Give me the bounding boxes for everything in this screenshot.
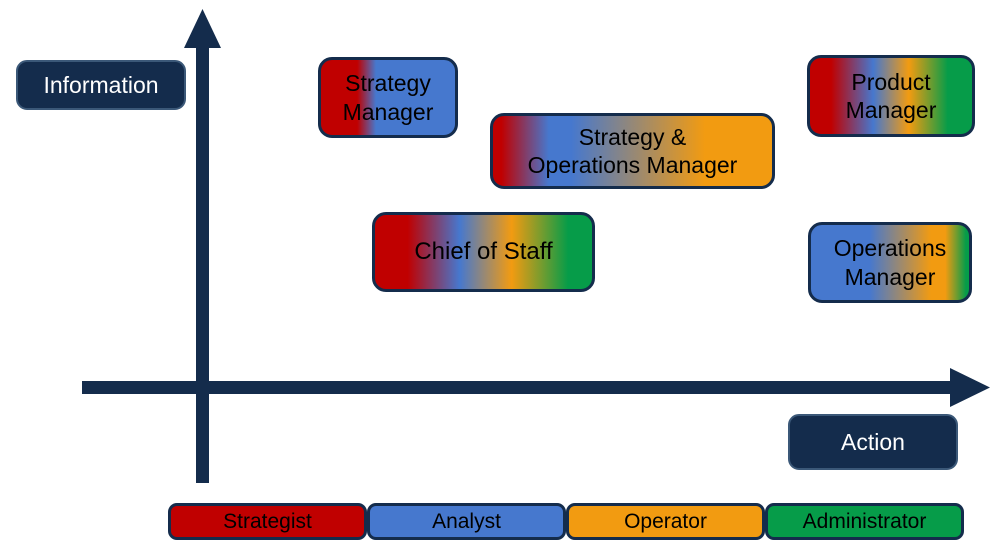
legend: Strategist Analyst Operator Administrato… <box>168 503 964 540</box>
legend-label-administrator: Administrator <box>802 509 927 533</box>
role-label-product-manager: Product Manager <box>845 68 937 123</box>
y-axis-label: Information <box>16 60 186 110</box>
legend-item-analyst: Analyst <box>367 503 566 540</box>
x-axis-label-text: Action <box>841 428 905 455</box>
legend-item-strategist: Strategist <box>168 503 367 540</box>
role-label-operations-manager: Operations Manager <box>833 235 947 290</box>
role-box-product-manager: Product Manager <box>807 55 975 137</box>
legend-label-analyst: Analyst <box>432 509 501 533</box>
legend-item-administrator: Administrator <box>765 503 964 540</box>
role-box-chief-of-staff: Chief of Staff <box>372 212 595 292</box>
x-axis-arrow <box>82 368 990 407</box>
role-box-operations-manager: Operations Manager <box>808 222 972 303</box>
role-box-strategy-operations-manager: Strategy & Operations Manager <box>490 113 775 189</box>
role-label-strategy-operations-manager: Strategy & Operations Manager <box>527 123 738 178</box>
legend-item-operator: Operator <box>566 503 765 540</box>
legend-label-strategist: Strategist <box>223 509 312 533</box>
role-label-chief-of-staff: Chief of Staff <box>414 238 553 266</box>
legend-label-operator: Operator <box>624 509 707 533</box>
role-box-strategy-manager: Strategy Manager <box>318 57 458 138</box>
role-label-strategy-manager: Strategy Manager <box>342 70 434 125</box>
y-axis-arrow <box>184 9 221 483</box>
y-axis-label-text: Information <box>43 71 159 98</box>
x-axis-label: Action <box>788 414 958 470</box>
